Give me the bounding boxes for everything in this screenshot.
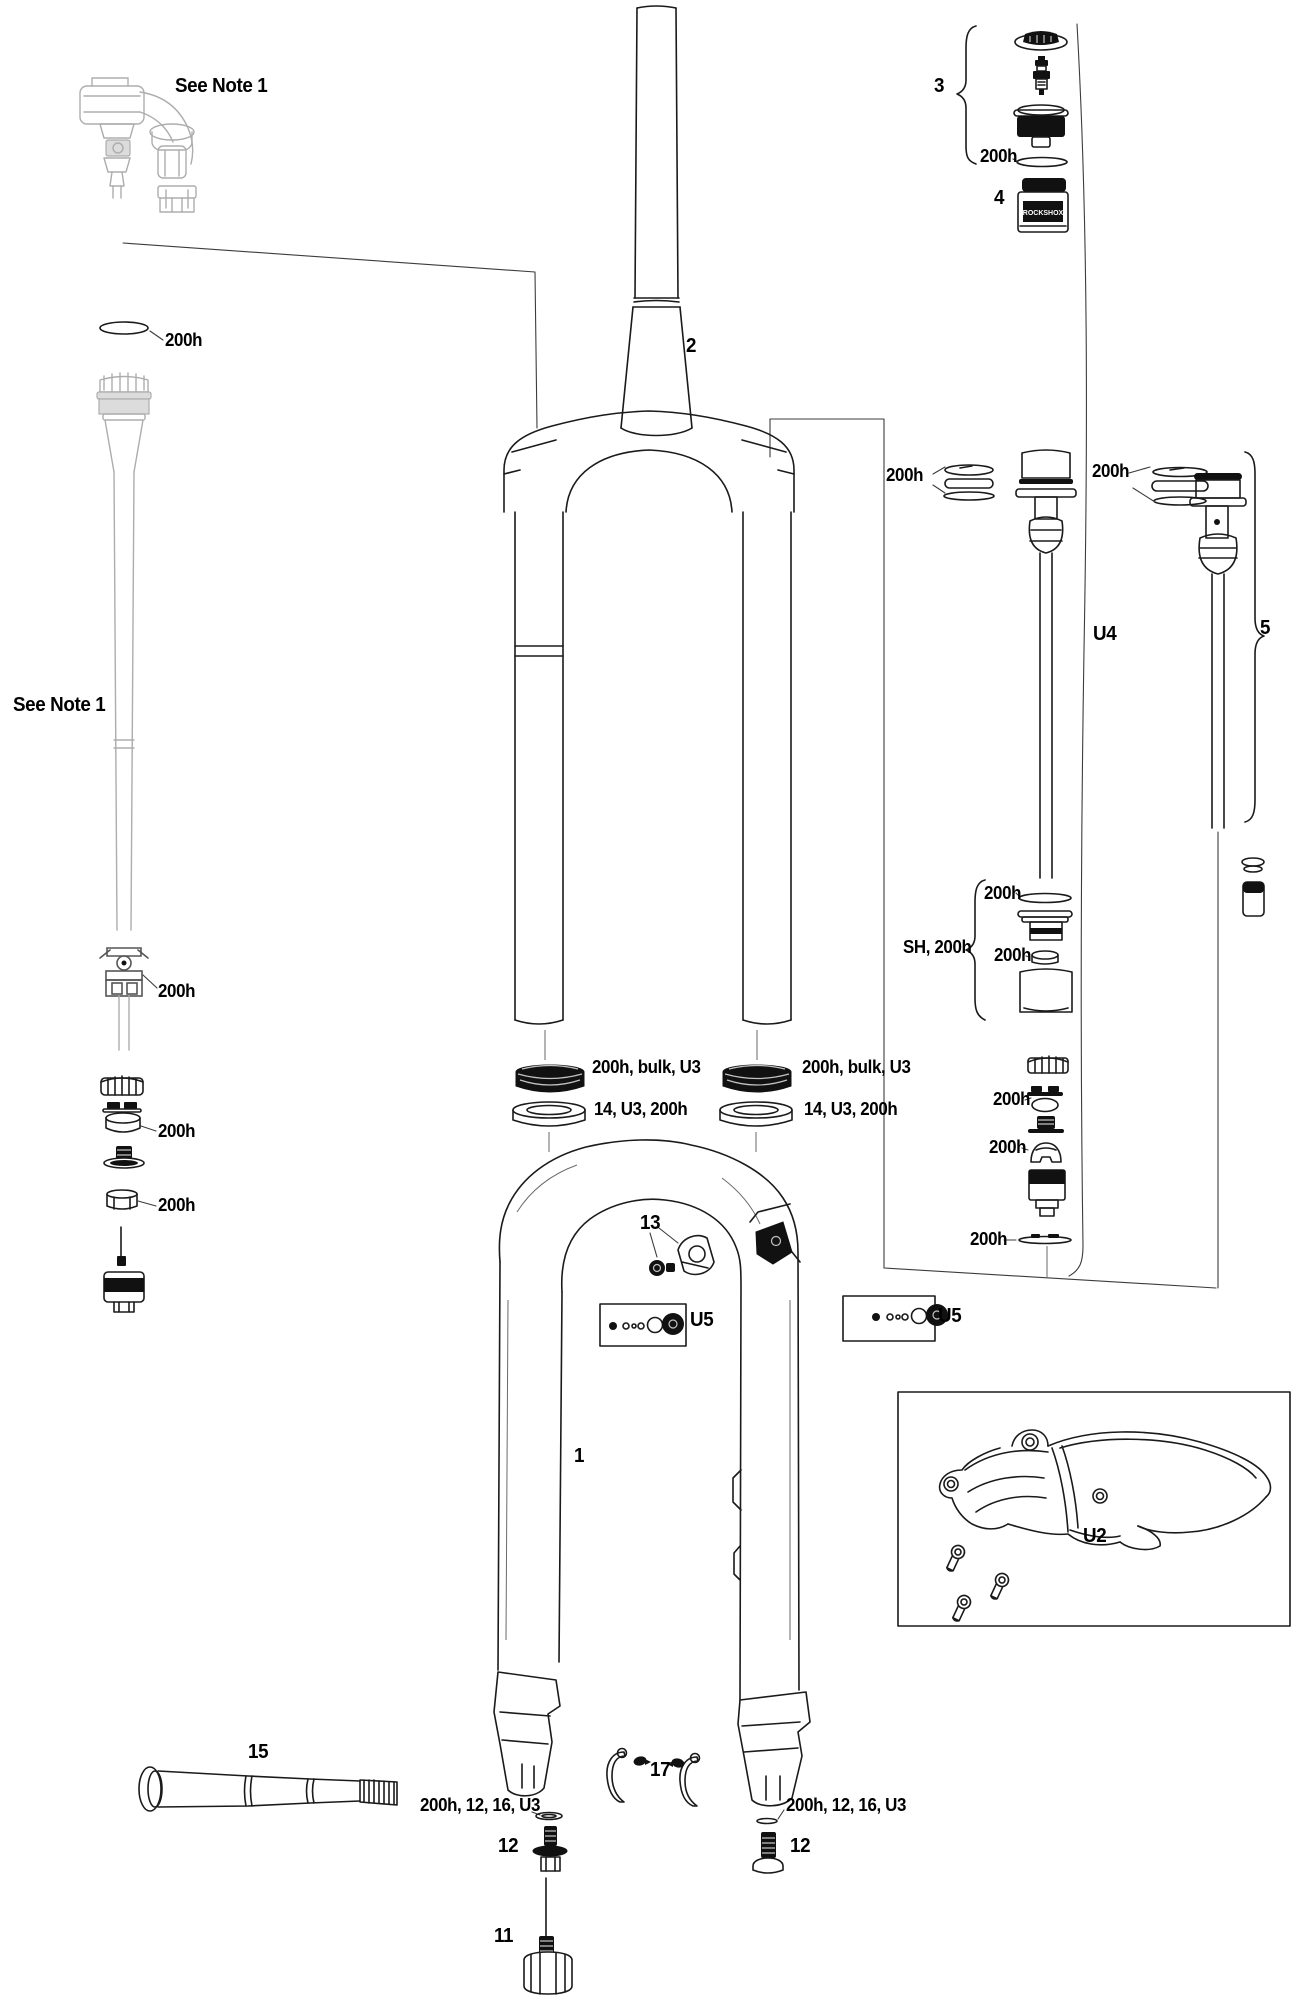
top-cap-assembly-part3 [1012, 31, 1069, 168]
foam-ring-left [512, 1101, 586, 1127]
label-shaft-kit: SH, 200h [903, 937, 972, 957]
steerer-tube [620, 5, 693, 429]
wiper-seal-left [515, 1064, 585, 1093]
shaft-service-kit [1015, 892, 1073, 1013]
air-spring-shaft-assembly [1128, 466, 1265, 917]
label-wiper-kit-right: 200h, bulk, U3 [802, 1057, 911, 1077]
label-group-u2: U2 [1083, 1525, 1107, 1547]
label-200h-air-seals: 200h [1092, 461, 1130, 481]
label-200h-crown-oring: 200h [165, 330, 203, 350]
label-200h-reb-cap: 200h [989, 1137, 1027, 1157]
air-shaft-assembly-ghost [96, 321, 164, 1051]
label-group-u4: U4 [1093, 623, 1117, 645]
hose-guides-part17 [606, 1747, 701, 1807]
rebound-knob-part11 [523, 1877, 573, 1995]
label-axle-kit-right: 200h, 12, 16, U3 [786, 1795, 907, 1815]
label-u5-left: U5 [690, 1309, 714, 1331]
remote-lockout-assembly [79, 77, 197, 213]
upper-tubes [514, 511, 792, 1152]
axle-washer-right [756, 1809, 785, 1825]
lower-leg-assembly [493, 1139, 811, 1807]
label-axle-kit-left: 200h, 12, 16, U3 [420, 1795, 541, 1815]
label-part-3: 3 [934, 75, 945, 97]
crown [503, 410, 795, 513]
label-foam-kit-right: 14, U3, 200h [804, 1099, 898, 1119]
label-part-4: 4 [994, 187, 1005, 209]
label-200h-hex-cup: 200h [158, 1195, 196, 1215]
label-200h-sh-seal: 200h [994, 945, 1032, 965]
label-part-12-left: 12 [498, 1835, 519, 1857]
label-200h-seal-head: 200h [158, 1121, 196, 1141]
brace-part-3 [956, 25, 977, 165]
label-200h-sh-disc: 200h [984, 883, 1022, 903]
thru-axle-part15 [138, 1766, 398, 1812]
grease-jar-part4: ROCKSHOX [1017, 178, 1069, 233]
label-part-17: 17 [650, 1759, 671, 1781]
u5-kit-right [842, 1295, 948, 1342]
fender-kit-u2 [897, 1391, 1291, 1627]
label-wiper-kit-left: 200h, bulk, U3 [592, 1057, 701, 1077]
air-valve-part12 [532, 1826, 568, 1872]
brace-shaft-kit [965, 879, 986, 1021]
label-200h-damper-seals: 200h [886, 465, 924, 485]
label-part-1: 1 [574, 1445, 585, 1467]
label-part-13: 13 [640, 1212, 661, 1234]
label-part-15: 15 [248, 1741, 269, 1763]
u5-kit-left [599, 1303, 687, 1347]
label-part-12-right: 12 [790, 1835, 811, 1857]
shuttle-bolt-part12 [752, 1832, 784, 1874]
label-200h-reb-seal: 200h [993, 1089, 1031, 1109]
rebound-parts-column [1003, 1055, 1072, 1278]
label-part-5: 5 [1260, 617, 1271, 639]
note-label-left: See Note 1 [13, 694, 106, 716]
axle-washer-left [531, 1811, 563, 1821]
cable-guide-part-13 [649, 1227, 715, 1276]
note-label-top: See Note 1 [175, 75, 268, 97]
damper-shaft-assembly [932, 449, 1077, 879]
foam-ring-right [719, 1101, 793, 1127]
label-200h-foot-valve: 200h [158, 981, 196, 1001]
wiper-seal-right [722, 1064, 792, 1093]
brace-part-5 [1244, 451, 1265, 823]
label-part-11: 11 [494, 1925, 514, 1947]
label-200h-reb-disc: 200h [970, 1229, 1008, 1249]
label-u5-right: U5 [938, 1305, 962, 1327]
label-foam-kit-left: 14, U3, 200h [594, 1099, 688, 1119]
label-200h-topcap-oring: 200h [980, 146, 1018, 166]
grease-jar-label: ROCKSHOX [1023, 210, 1064, 217]
group-lines [122, 23, 1219, 1289]
label-part-2: 2 [686, 335, 697, 357]
left-seal-head-parts [100, 1075, 157, 1313]
